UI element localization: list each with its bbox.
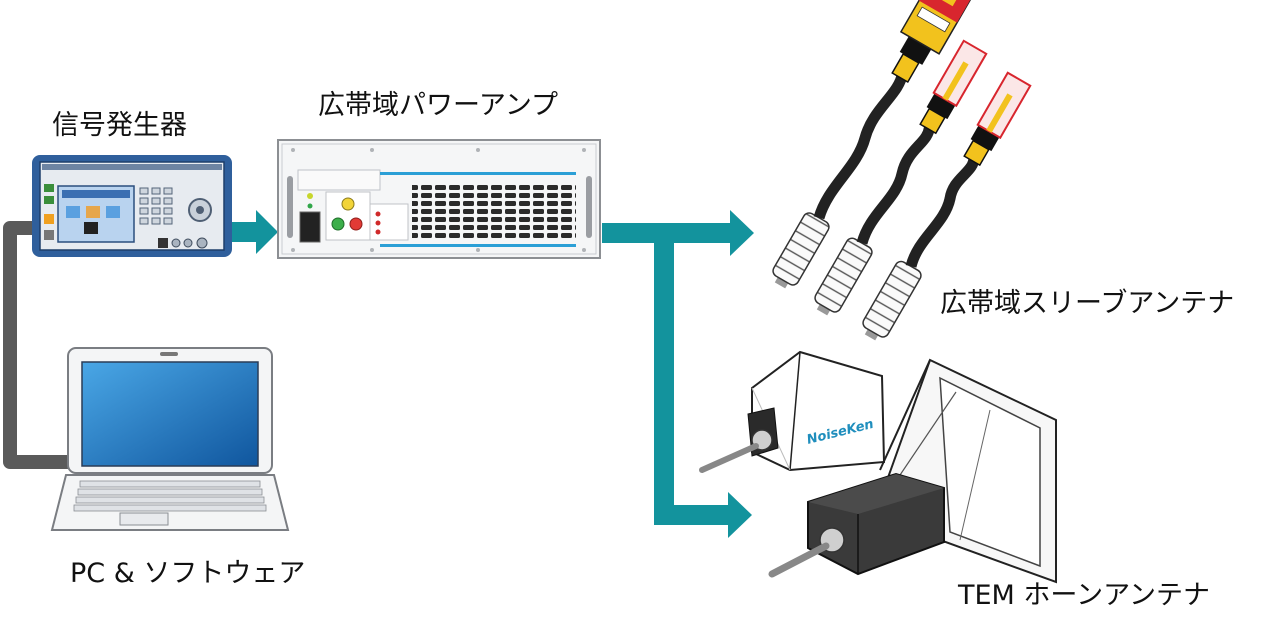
laptop-pc [50,347,290,531]
signal-generator [32,155,232,257]
signal-generator-label: 信号発生器 [52,110,187,141]
sleeve-antenna-2 [814,39,988,316]
pc-software-label: PC & ソフトウェア [70,558,305,589]
tem-horn-small: NoiseKen [699,350,886,473]
sleeve-antenna-label: 広帯域スリーブアンテナ [940,288,1234,319]
sleeve-antenna-3 [862,71,1032,341]
sleeve-antenna-1 [772,0,976,289]
tem-horn-large [768,358,1057,584]
pc-to-generator-cable [3,221,75,469]
amp-output-bus [602,210,754,538]
power-amplifier-label: 広帯域パワーアンプ [318,90,558,121]
power-amplifier [277,139,601,259]
tem-horn-label: TEM ホーンアンテナ [957,580,1210,611]
